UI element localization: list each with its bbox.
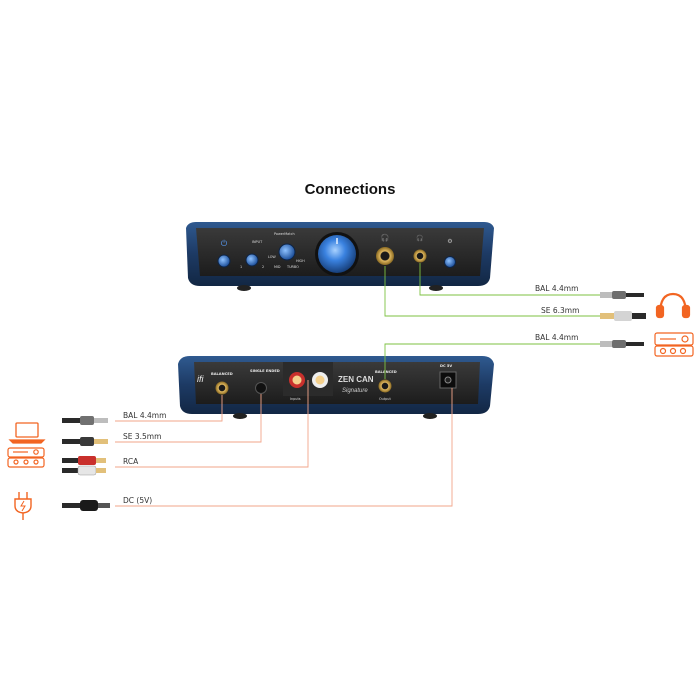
input-mark-2: 2 xyxy=(262,265,264,269)
dc-label: DC 5V xyxy=(440,364,452,368)
balanced-out-label: BALANCED xyxy=(375,370,397,374)
input-label: INPUT xyxy=(252,240,263,244)
rca-right-jack[interactable] xyxy=(292,375,302,385)
amplifier-icon xyxy=(654,332,694,357)
balanced-output-jack[interactable] xyxy=(378,379,392,393)
input-label-dc: DC (5V) xyxy=(123,496,152,505)
wire-dc-input xyxy=(115,388,453,507)
input-plug-rca xyxy=(62,456,106,476)
gain-mark-low: LOW xyxy=(268,255,276,259)
laptop-icon xyxy=(8,422,46,444)
se-3-5mm-input-jack[interactable] xyxy=(255,382,267,394)
rca-left-jack[interactable] xyxy=(315,375,325,385)
headphone-icon-4mm: 🎧 xyxy=(416,234,423,242)
headphone-icon-6mm: 🎧 xyxy=(381,233,390,242)
input-mark-1: 1 xyxy=(240,265,242,269)
brand-logo: ifi xyxy=(197,374,205,384)
se-6-3mm-jack[interactable] xyxy=(376,247,394,265)
product-name: ZEN CAN xyxy=(338,375,374,384)
bal-4-4mm-jack[interactable] xyxy=(413,249,427,263)
output-plug-bal-headphone xyxy=(600,291,644,299)
gain-mark-turbo: TURBO xyxy=(286,265,299,269)
volume-knob[interactable] xyxy=(318,235,356,273)
rear-foot-left xyxy=(233,413,247,419)
rear-foot-right xyxy=(423,413,437,419)
page-title: Connections xyxy=(304,181,396,198)
powermatch-label: PowerMatch xyxy=(274,232,295,236)
output-plug-se-headphone xyxy=(600,311,646,321)
balanced-in-label: BALANCED xyxy=(211,372,233,376)
product-subname: Signature xyxy=(342,388,368,394)
input-plug-dc xyxy=(62,500,110,511)
front-foot-right xyxy=(429,285,443,291)
wire-se-input xyxy=(115,394,262,443)
input-label-rca: RCA xyxy=(123,457,139,466)
dc-socket-pin xyxy=(444,376,452,384)
gain-mark-mid: MID xyxy=(274,265,281,269)
wire-bal-headphone xyxy=(419,263,600,296)
gear-icon: ⚙ xyxy=(447,238,452,245)
power-knob[interactable] xyxy=(217,254,231,268)
balanced-input-jack[interactable] xyxy=(215,381,229,395)
output-label-bal-4-4-top: BAL 4.4mm xyxy=(535,284,578,293)
output-label-se-6-3: SE 6.3mm xyxy=(541,306,579,315)
wire-rca-input xyxy=(115,380,309,468)
input-wires xyxy=(115,380,453,507)
output-label-bal-4-4-bottom: BAL 4.4mm xyxy=(535,333,578,342)
power-plug-icon xyxy=(14,492,32,520)
input-plug-bal xyxy=(62,416,108,425)
front-foot-left xyxy=(237,285,251,291)
wire-bal-input xyxy=(115,395,223,422)
rear-panel-unit: ifi BALANCED SINGLE ENDED Inputs ZEN CAN… xyxy=(178,356,494,419)
input-label-bal-4-4: BAL 4.4mm xyxy=(123,411,166,420)
input-selector-knob[interactable] xyxy=(245,253,259,267)
filter-knob[interactable] xyxy=(444,256,456,268)
gain-mark-high: HIGH xyxy=(296,259,305,263)
power-icon: ⏻ xyxy=(221,239,228,248)
output-wires xyxy=(384,263,600,379)
headphones-icon xyxy=(655,292,691,319)
front-panel-unit: ⏻ INPUT 1 2 PowerMatch LOW MID HIGH TURB… xyxy=(186,222,494,291)
input-label-se-3-5: SE 3.5mm xyxy=(123,432,161,441)
input-plug-se xyxy=(62,437,108,446)
powermatch-knob[interactable] xyxy=(278,243,296,261)
single-ended-label: SINGLE ENDED xyxy=(250,369,280,373)
dac-icon xyxy=(7,447,45,468)
wire-se-headphone xyxy=(384,266,600,317)
wire-bal-amp xyxy=(384,343,600,379)
output-plug-bal-amp xyxy=(600,340,644,348)
inputs-label: Inputs xyxy=(290,397,301,401)
output-label: Output xyxy=(379,397,391,401)
